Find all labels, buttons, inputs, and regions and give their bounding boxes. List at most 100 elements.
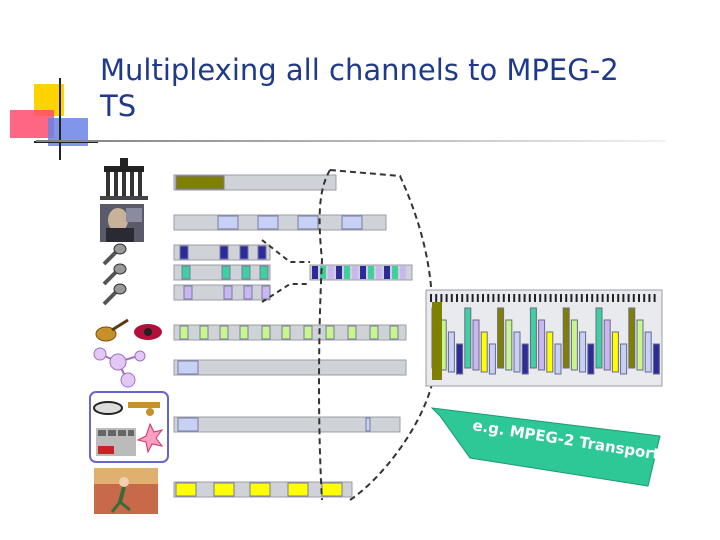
mux-funnel — [318, 169, 433, 501]
ts-sync-tick — [643, 294, 646, 302]
ts-packet — [652, 343, 660, 375]
ts-sync-tick — [492, 294, 495, 302]
pes-track — [173, 359, 407, 376]
ts-sync-tick — [606, 294, 609, 302]
audio-mux-packet — [336, 266, 342, 279]
pes-packet — [241, 265, 251, 280]
pes-packet — [239, 325, 249, 340]
molecule-icon — [93, 347, 146, 388]
pes-packet — [281, 325, 291, 340]
ts-packet — [488, 343, 496, 375]
ts-sync-tick — [596, 294, 599, 302]
speaker-photo-icon — [100, 204, 144, 242]
transport-stream-block — [425, 289, 663, 387]
pes-track — [173, 481, 353, 498]
ts-packet — [480, 331, 488, 373]
microphone-icon — [102, 283, 127, 306]
pes-track — [173, 284, 271, 301]
pes-track — [173, 416, 401, 433]
ts-sync-tick — [622, 294, 625, 302]
ts-packet — [529, 307, 537, 369]
pes-packet — [219, 245, 229, 260]
pes-packet — [303, 325, 313, 340]
ts-sync-tick — [617, 294, 620, 302]
title-line-1: Multiplexing all channels to MPEG-2 — [100, 53, 619, 87]
ts-sync-tick — [445, 294, 448, 302]
ts-sync-tick — [508, 294, 510, 302]
pes-packet — [177, 417, 199, 432]
ts-sync-tick — [523, 294, 526, 302]
pes-track — [173, 244, 271, 261]
pes-packet — [223, 285, 233, 300]
pes-packet — [347, 325, 357, 340]
pes-packet — [341, 215, 363, 230]
ts-sync-tick — [653, 294, 656, 302]
ts-sync-tick — [435, 294, 438, 302]
ts-sync-tick — [638, 294, 640, 302]
ts-packet — [538, 319, 546, 371]
pes-packet — [175, 175, 225, 190]
ts-sync-tick — [560, 294, 562, 302]
pes-track — [173, 324, 407, 341]
audio-mux-packet — [392, 266, 398, 279]
ts-sync-tick — [450, 294, 453, 302]
pes-packet — [221, 265, 231, 280]
guitar-eye-icon — [95, 318, 162, 342]
pes-packet — [179, 325, 189, 340]
ts-sync-tick — [570, 294, 573, 302]
corner-decoration — [10, 78, 98, 160]
pes-packet — [321, 482, 343, 497]
pes-packet — [219, 325, 229, 340]
ts-sync-tick — [554, 294, 557, 302]
ts-sync-tick — [456, 294, 458, 302]
audio-mux-packet — [360, 266, 366, 279]
audio-mux-bracket — [261, 239, 310, 303]
ts-packet — [603, 319, 611, 371]
ts-packet — [456, 343, 464, 375]
ts-sync-tick — [482, 294, 484, 302]
pes-packet — [243, 285, 253, 300]
ts-sync-tick — [518, 294, 521, 302]
ts-sync-tick — [575, 294, 578, 302]
ts-sync-tick — [539, 294, 542, 302]
instruments-newsroom-box — [89, 391, 169, 463]
pes-packet — [261, 285, 271, 300]
ts-sync-tick — [471, 294, 474, 302]
ts-sync-tick — [430, 294, 432, 302]
audio-mux-packet — [400, 266, 406, 279]
red-square — [10, 110, 54, 138]
ts-sync-tick — [487, 294, 490, 302]
pes-packet — [259, 265, 269, 280]
ts-sync-tick — [534, 294, 536, 302]
pes-packet — [177, 360, 199, 375]
pes-track — [173, 264, 271, 281]
ts-packet — [472, 319, 480, 371]
audio-mux-packet — [352, 266, 358, 279]
ts-sync-tick — [461, 294, 464, 302]
title-underline — [36, 140, 666, 142]
pes-track — [173, 174, 337, 191]
pes-packet — [297, 215, 319, 230]
ts-sync-tick — [627, 294, 630, 302]
ts-packet — [546, 331, 554, 373]
audio-mux-packet — [384, 266, 390, 279]
pes-packet — [389, 325, 399, 340]
audio-mux-stream — [309, 264, 413, 281]
ts-packet — [570, 319, 578, 371]
pes-packet — [365, 417, 371, 432]
pes-packet — [369, 325, 379, 340]
ts-sync-tick — [565, 294, 568, 302]
pes-packet — [325, 325, 335, 340]
ts-packet — [587, 343, 595, 375]
ts-packet — [611, 331, 619, 373]
ts-packet — [562, 307, 570, 369]
microphone-icon — [102, 243, 127, 266]
ts-sync-tick — [513, 294, 516, 302]
ts-sync-tick — [580, 294, 583, 302]
ts-sync-tick — [632, 294, 635, 302]
building-icon — [98, 158, 150, 200]
pes-track-bar — [173, 359, 407, 376]
pes-track — [173, 214, 387, 231]
ts-sync-tick — [591, 294, 594, 302]
